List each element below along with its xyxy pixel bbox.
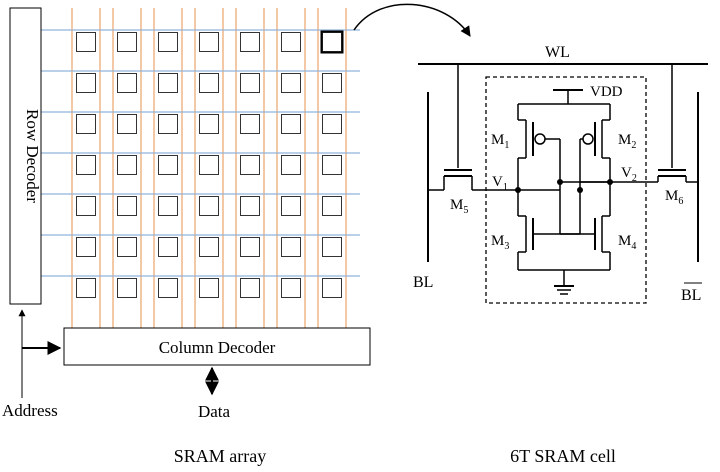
memory-cell — [158, 114, 178, 134]
memory-cell — [322, 237, 342, 257]
memory-cell — [199, 32, 219, 52]
memory-cell — [322, 32, 342, 52]
vdd-label: VDD — [590, 84, 623, 100]
zoom-arrow — [353, 3, 471, 37]
junction-dots — [515, 179, 613, 193]
memory-cell — [240, 114, 260, 134]
sram-array-caption: SRAM array — [174, 446, 267, 466]
memory-cell — [199, 114, 219, 134]
blb-label: BL — [681, 287, 701, 304]
m5-label: M5 — [450, 197, 468, 216]
memory-cell — [158, 196, 178, 216]
m2-label: M2 — [618, 132, 636, 151]
memory-cell — [158, 73, 178, 93]
memory-cell — [281, 237, 301, 257]
memory-cell — [322, 196, 342, 216]
memory-cell — [76, 196, 96, 216]
memory-cell — [117, 196, 137, 216]
cell-grid — [41, 8, 360, 328]
memory-cell — [199, 237, 219, 257]
memory-cell — [322, 155, 342, 175]
highlighted-cell — [320, 30, 344, 54]
memory-cell — [117, 32, 137, 52]
memory-cell — [117, 73, 137, 93]
memory-cell — [199, 278, 219, 298]
memory-cell — [240, 32, 260, 52]
m3-label: M3 — [491, 233, 509, 252]
column-decoder-label: Column Decoder — [159, 338, 276, 357]
memory-cell — [240, 155, 260, 175]
memory-cell — [281, 155, 301, 175]
m1-label: M1 — [491, 132, 509, 151]
memory-cell — [199, 73, 219, 93]
bl-label: BL — [413, 274, 433, 291]
m6-label: M6 — [665, 188, 683, 207]
memory-cell — [281, 32, 301, 52]
memory-cell — [281, 73, 301, 93]
address-label: Address — [2, 401, 58, 420]
v2-label: V2 — [621, 165, 637, 184]
memory-cell — [158, 237, 178, 257]
memory-cell — [76, 155, 96, 175]
memory-cell — [76, 237, 96, 257]
memory-cell — [281, 278, 301, 298]
memory-cell — [199, 196, 219, 216]
memory-cell — [199, 155, 219, 175]
memory-cell — [240, 278, 260, 298]
memory-cell — [158, 155, 178, 175]
memory-cell — [240, 73, 260, 93]
memory-cell — [117, 114, 137, 134]
row-decoder-block — [9, 7, 42, 305]
memory-cell — [322, 114, 342, 134]
data-label: Data — [198, 402, 231, 421]
m4-label: M4 — [618, 233, 636, 252]
memory-cell — [117, 155, 137, 175]
memory-cell — [240, 237, 260, 257]
memory-cell — [117, 278, 137, 298]
memory-cell — [240, 196, 260, 216]
column-decoder-block — [63, 327, 371, 366]
memory-cell — [76, 32, 96, 52]
memory-cell — [76, 278, 96, 298]
memory-cell — [158, 32, 178, 52]
row-decoder-label: Row Decoder — [23, 109, 42, 203]
v1-label: V1 — [492, 174, 508, 193]
memory-cell — [281, 196, 301, 216]
memory-cell — [322, 278, 342, 298]
memory-cell — [76, 114, 96, 134]
memory-cell — [322, 73, 342, 93]
memory-cell — [158, 278, 178, 298]
sram-cell-schematic — [418, 63, 708, 304]
wordline-label: WL — [545, 44, 570, 61]
memory-cell — [281, 114, 301, 134]
memory-cell — [117, 237, 137, 257]
sram-cell-caption: 6T SRAM cell — [510, 446, 616, 466]
memory-cell — [76, 73, 96, 93]
